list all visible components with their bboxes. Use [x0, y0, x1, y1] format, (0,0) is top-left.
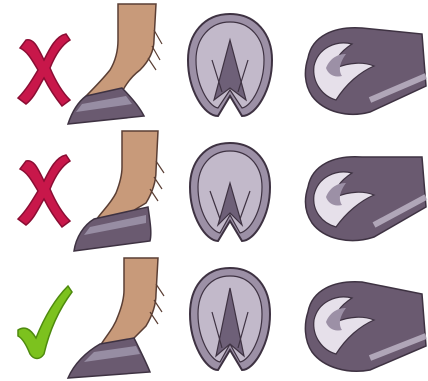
leg-side-view	[60, 0, 180, 127]
hoof-angle-view	[290, 127, 428, 254]
hoof-sole-view	[180, 0, 280, 127]
leg-side-view	[60, 254, 180, 381]
hoof-angle-view	[290, 254, 428, 381]
row-incorrect-1	[0, 0, 428, 127]
row-correct	[0, 254, 428, 381]
row-incorrect-2	[0, 127, 428, 254]
hoof-sole-view	[180, 127, 280, 254]
hoof-sole-view	[180, 254, 280, 381]
leg-side-view	[60, 127, 180, 254]
hoof-angle-view	[290, 0, 428, 127]
